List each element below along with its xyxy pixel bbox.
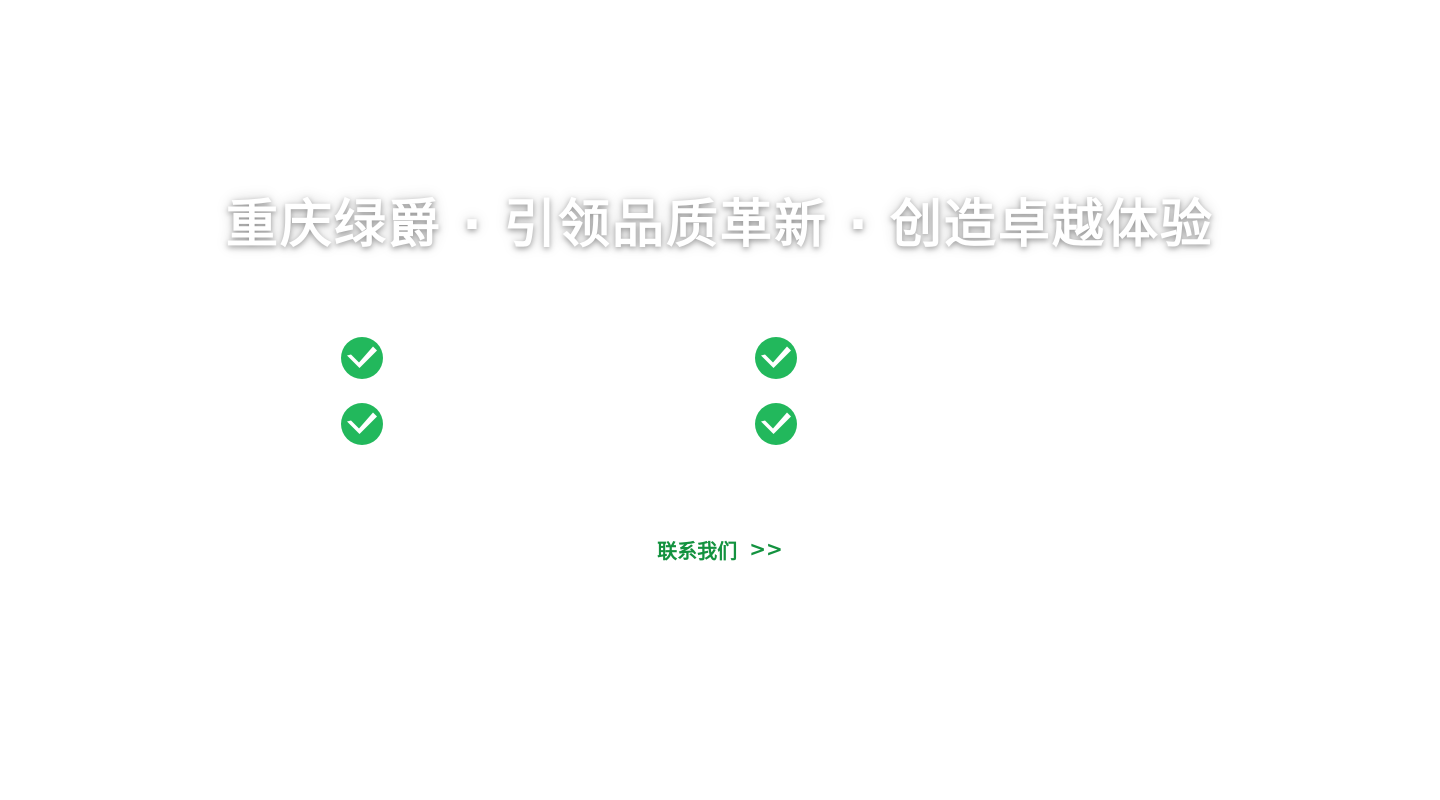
feature-item — [340, 336, 400, 380]
check-circle-icon — [341, 403, 383, 445]
double-chevron-right-icon: >> — [749, 537, 783, 561]
feature-item — [754, 402, 814, 446]
feature-item — [754, 336, 814, 380]
check-circle-icon — [755, 337, 797, 379]
contact-us-link[interactable]: 联系我们 >> — [620, 532, 820, 566]
hero-title: 重庆绿爵 · 引领品质革新 · 创造卓越体验 — [226, 195, 1214, 255]
check-circle-icon — [341, 337, 383, 379]
feature-list — [340, 336, 1180, 448]
check-circle-icon — [755, 403, 797, 445]
contact-us-label: 联系我们 — [657, 538, 738, 563]
feature-item — [340, 402, 400, 446]
